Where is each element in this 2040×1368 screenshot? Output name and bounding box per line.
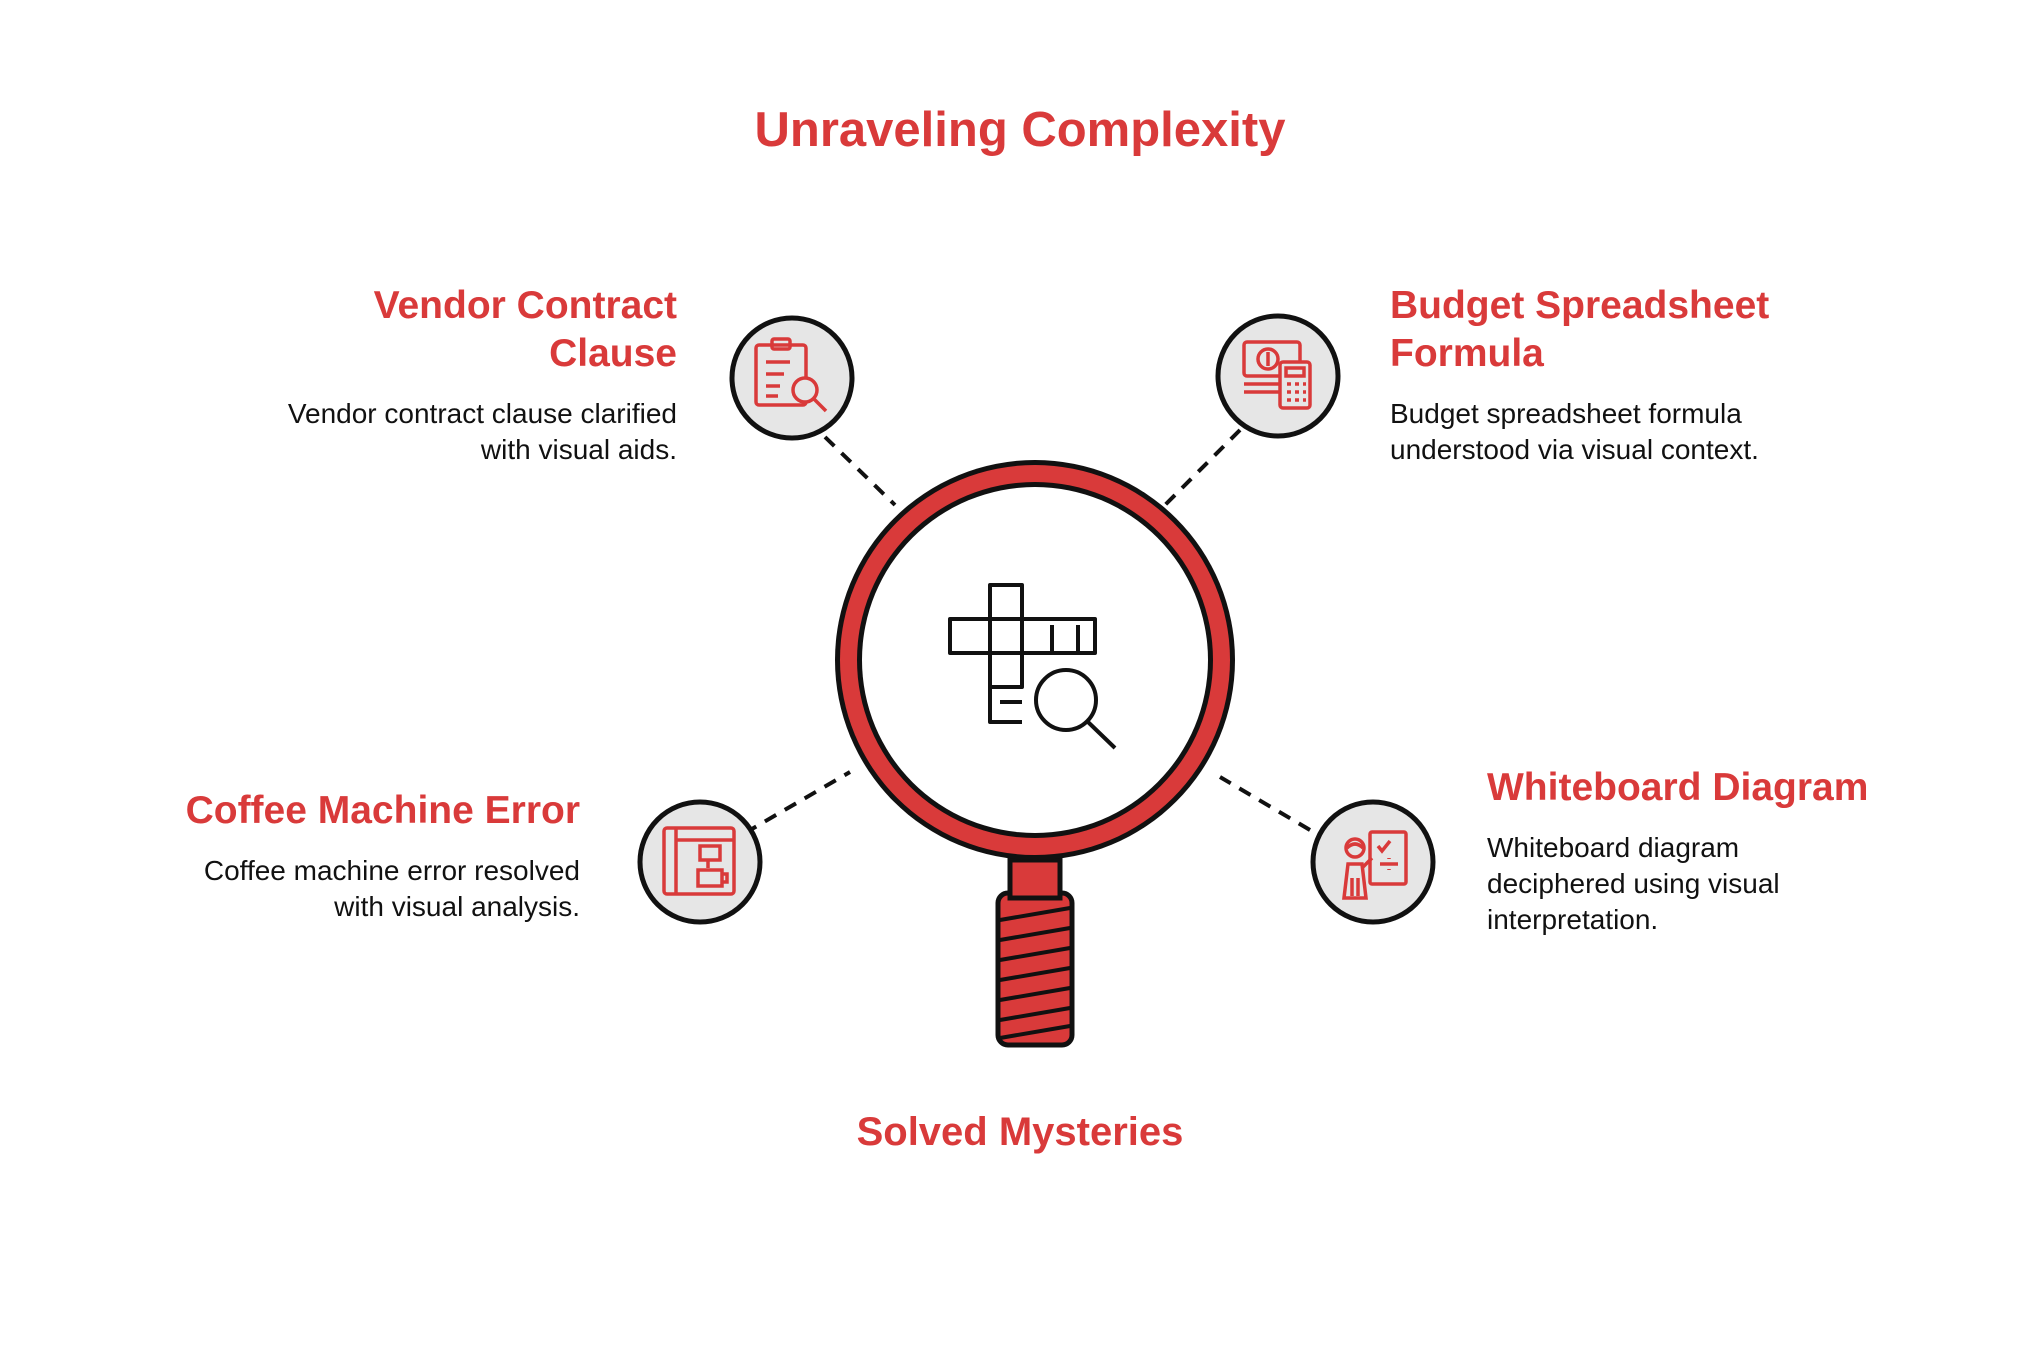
item-heading-line: Whiteboard Diagram <box>1487 766 1869 809</box>
item-description-line: Vendor contract clause clarified <box>287 398 677 429</box>
item-description-line: Coffee machine error resolved <box>203 855 580 886</box>
item-description-line: with visual aids. <box>480 434 677 465</box>
item-vendor-contract: Vendor Contract Clause Vendor contract c… <box>117 282 677 468</box>
crossword-magnifier-icon <box>948 583 1117 750</box>
node-vendor-contract <box>729 315 855 441</box>
connector-lines <box>743 428 1312 835</box>
magnifier-handle <box>995 857 1075 1048</box>
item-heading-line: Budget Spreadsheet <box>1390 284 1770 327</box>
teacher-whiteboard-icon <box>1342 830 1408 900</box>
node-budget-spreadsheet <box>1215 313 1341 439</box>
node-whiteboard-diagram <box>1310 799 1436 925</box>
item-description: Coffee machine error resolved with visua… <box>60 853 580 925</box>
diagram-title: Unraveling Complexity <box>754 103 1286 157</box>
item-heading-line: Formula <box>1390 332 1544 375</box>
item-heading-line: Coffee Machine Error <box>185 789 580 832</box>
item-coffee-machine: Coffee Machine Error Coffee machine erro… <box>60 787 580 925</box>
clipboard-search-icon <box>754 337 828 413</box>
item-budget-spreadsheet: Budget Spreadsheet Formula Budget spread… <box>1390 282 1950 468</box>
connector-budget <box>1163 428 1242 507</box>
item-heading-line: Clause <box>549 332 677 375</box>
item-heading: Budget Spreadsheet Formula <box>1390 282 1950 378</box>
magnifier-ring <box>835 460 1235 860</box>
item-heading: Whiteboard Diagram <box>1487 764 1987 812</box>
item-description-line: understood via visual context. <box>1390 434 1759 465</box>
item-description: Vendor contract clause clarified with vi… <box>117 396 677 468</box>
item-description-line: deciphered using visual <box>1487 868 1780 899</box>
item-whiteboard-diagram: Whiteboard Diagram Whiteboard diagram de… <box>1487 764 1987 938</box>
item-description: Budget spreadsheet formula understood vi… <box>1390 396 1950 468</box>
item-description-line: Budget spreadsheet formula <box>1390 398 1742 429</box>
connector-whiteboard <box>1218 775 1312 832</box>
item-heading-line: Vendor Contract <box>373 284 677 327</box>
item-heading: Coffee Machine Error <box>60 787 580 835</box>
item-description: Whiteboard diagram deciphered using visu… <box>1487 830 1987 938</box>
diagram-footer-label: Solved Mysteries <box>856 1110 1184 1154</box>
item-description-line: with visual analysis. <box>334 891 580 922</box>
item-heading: Vendor Contract Clause <box>117 282 677 378</box>
item-description-line: Whiteboard diagram <box>1487 832 1740 863</box>
item-description-line: interpretation. <box>1487 904 1659 935</box>
node-coffee-machine <box>637 799 763 925</box>
connector-coffee <box>743 770 852 835</box>
connector-vendor <box>823 435 897 507</box>
money-calculator-icon <box>1242 340 1312 410</box>
coffee-machine-icon <box>662 826 736 896</box>
